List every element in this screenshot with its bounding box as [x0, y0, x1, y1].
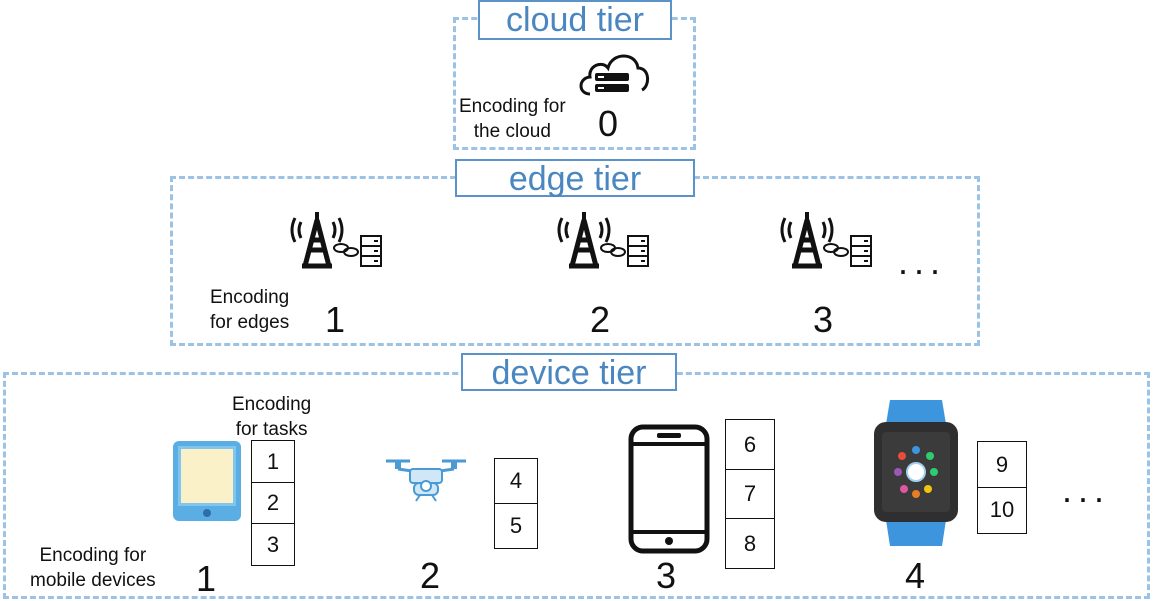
edge-node-3-icon: [779, 210, 875, 270]
drone-icon: [384, 455, 468, 505]
device-1-tasks: 1 2 3: [251, 440, 295, 566]
edge-tier-title: edge tier: [455, 159, 695, 197]
edge-node-2-number: 2: [590, 299, 611, 340]
edge-node-2-icon: [556, 210, 652, 270]
cloud-tier-title: cloud tier: [478, 0, 672, 40]
edge-encoding-label: Encoding for edges: [210, 285, 289, 335]
task-cell: 5: [494, 502, 538, 549]
device-encoding-label-line2: mobile devices: [30, 570, 156, 591]
device-2-number: 2: [420, 555, 441, 596]
edge-ellipsis: ...: [898, 241, 947, 282]
cloud-encoding-label-line2: the cloud: [473, 121, 551, 142]
task-cell: 9: [977, 441, 1027, 488]
device-tier-title: device tier: [461, 353, 677, 391]
edge-encoding-label-line2: for edges: [210, 312, 290, 333]
task-cell: 4: [494, 458, 538, 504]
edge-encoding-label-line1: Encoding: [210, 287, 290, 308]
task-cell: 7: [725, 468, 775, 520]
smartphone-icon: [628, 424, 710, 554]
device-3-number: 3: [656, 555, 677, 596]
task-cell: 6: [725, 419, 775, 470]
device-4-tasks: 9 10: [977, 441, 1027, 534]
task-cell: 3: [251, 523, 295, 566]
device-encoding-label-line1: Encoding for: [39, 545, 147, 566]
smartwatch-icon: [872, 398, 960, 548]
cloud-encoding-label: Encoding for the cloud: [459, 94, 566, 144]
task-cell: 2: [251, 481, 295, 525]
tasks-encoding-label-line2: for tasks: [235, 419, 308, 440]
task-cell: 1: [251, 440, 295, 483]
cloud-server-icon: [576, 44, 652, 102]
device-1-number: 1: [196, 558, 217, 599]
tasks-encoding-label: Encoding for tasks: [232, 392, 311, 442]
tablet-icon: [172, 440, 242, 522]
device-4-number: 4: [905, 555, 926, 596]
device-2-tasks: 4 5: [494, 458, 538, 549]
cloud-encoding-label-line1: Encoding for: [459, 96, 566, 117]
edge-node-3-number: 3: [813, 299, 834, 340]
cloud-node-number: 0: [598, 103, 619, 144]
edge-node-1-number: 1: [325, 299, 346, 340]
edge-node-1-icon: [289, 210, 385, 270]
device-ellipsis: ...: [1062, 469, 1111, 510]
task-cell: 8: [725, 518, 775, 569]
tasks-encoding-label-line1: Encoding: [232, 394, 312, 415]
task-cell: 10: [977, 486, 1027, 534]
device-encoding-label: Encoding for mobile devices: [30, 543, 156, 593]
device-3-tasks: 6 7 8: [725, 419, 775, 569]
